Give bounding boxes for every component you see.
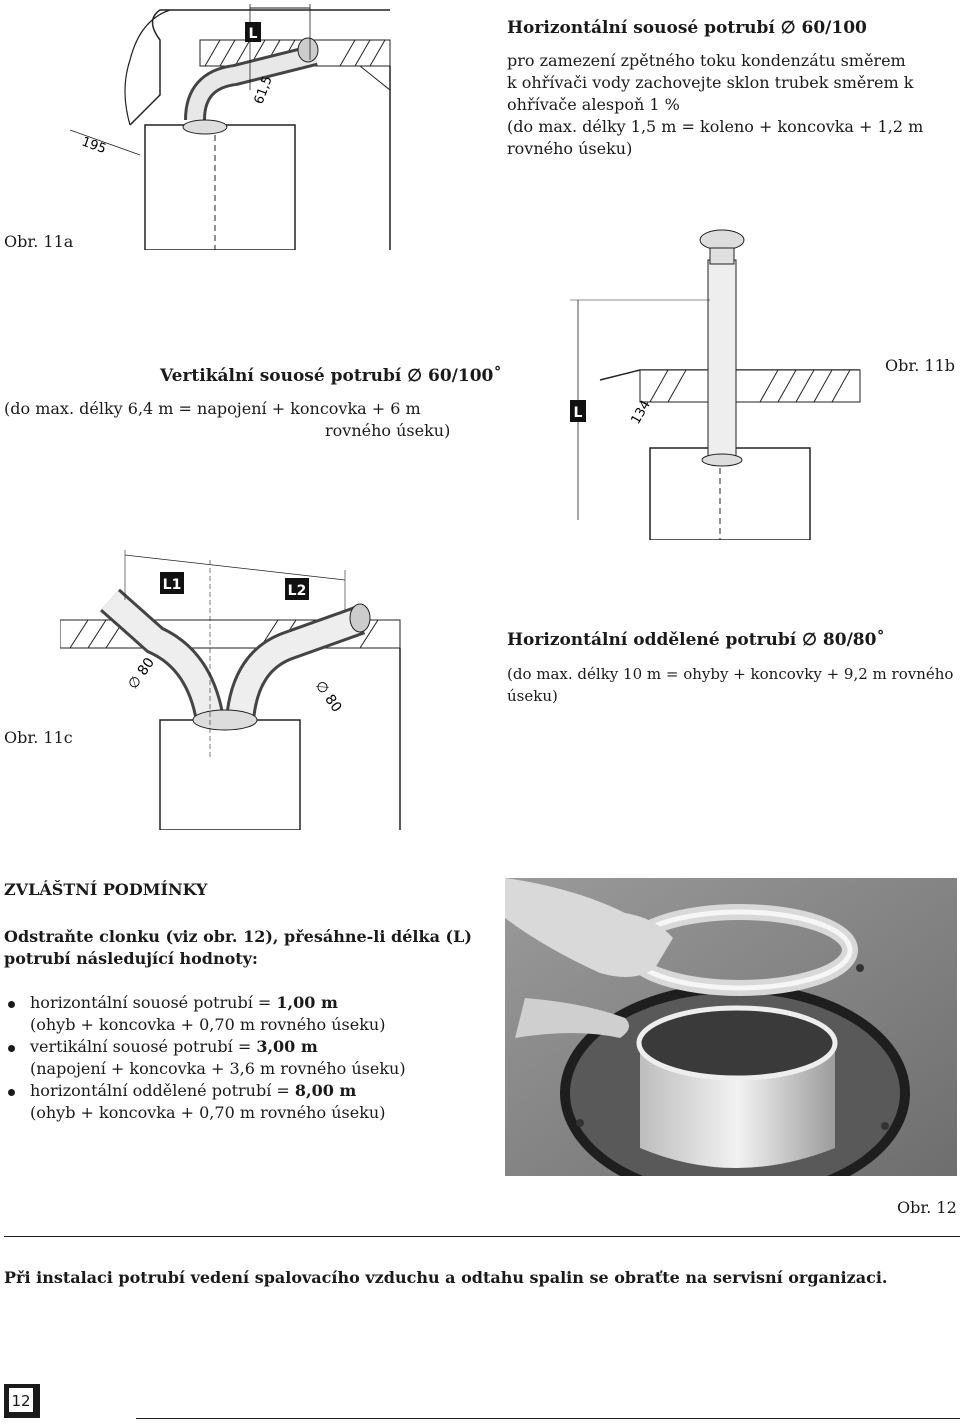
sec11b-line1: (do max. délky 6,4 m = napojení + koncov…: [4, 399, 421, 418]
sec11b-title: Vertikální souosé potrubí ∅ 60/100˚: [160, 366, 502, 386]
sec11a-line: pro zamezení zpětného toku kondenzátu sm…: [507, 51, 906, 70]
special-heading: ZVLÁŠTNÍ PODMÍNKY: [4, 880, 208, 899]
figure-11b: L 134: [570, 229, 861, 540]
caption-11a: Obr. 11a: [4, 232, 74, 251]
dim-d80-left: ∅ 80: [125, 655, 158, 692]
dim-195: 195: [80, 135, 108, 158]
dim-d80-right: ∅ 80: [312, 678, 345, 715]
figure-11a: L 61,5 195: [69, 4, 391, 250]
sec11c-line2: úseku): [507, 687, 558, 705]
sec11a-line: k ohřívači vody zachovejte sklon trubek …: [507, 73, 914, 92]
sec11a-line: (do max. délky 1,5 m = koleno + koncovka…: [507, 117, 924, 136]
divider: [4, 1236, 960, 1237]
special-list: horizontální souosé potrubí = 1,00 m (ohy…: [4, 992, 484, 1124]
item-text: vertikální souosé potrubí =: [30, 1037, 257, 1056]
item-sub: (ohyb + koncovka + 0,70 m rovného úseku): [30, 1015, 386, 1034]
dim-L: L: [249, 26, 258, 42]
sec11a-description: pro zamezení zpětného toku kondenzátu sm…: [507, 50, 957, 160]
footer-note: Při instalaci potrubí vedení spalovacího…: [4, 1268, 888, 1287]
sec11c-title: Horizontální oddělené potrubí ∅ 80/80˚: [507, 630, 885, 650]
item-text: horizontální oddělené potrubí =: [30, 1081, 295, 1100]
item-sub: (ohyb + koncovka + 0,70 m rovného úseku): [30, 1103, 386, 1122]
bullet-icon: [8, 1045, 15, 1052]
list-item: vertikální souosé potrubí = 3,00 m (napoj…: [4, 1036, 484, 1080]
sec11a-line: rovného úseku): [507, 139, 633, 158]
bullet-icon: [8, 1089, 15, 1096]
special-intro-line: potrubí následující hodnoty:: [4, 949, 258, 968]
sec11a-line: ohřívače alespoň 1 %: [507, 95, 680, 114]
bullet-icon: [8, 1001, 15, 1008]
caption-11b: Obr. 11b: [885, 356, 956, 375]
page-number-box: 12: [4, 1384, 40, 1418]
caption-11c: Obr. 11c: [4, 728, 73, 747]
item-value: 8,00 m: [294, 1081, 357, 1100]
item-value: 1,00 m: [276, 993, 338, 1012]
special-intro: Odstraňte clonku (viz obr. 12), přesáhne…: [4, 926, 472, 970]
footer-rule: [136, 1418, 960, 1419]
item-sub: (napojení + koncovka + 3,6 m rovného úse…: [30, 1059, 406, 1078]
dim-L: L: [574, 405, 583, 421]
page-number: 12: [8, 1387, 34, 1413]
sec11b-line2: rovného úseku): [325, 421, 451, 440]
figure-11c: L1 L2 ∅ 80 ∅ 80: [60, 550, 401, 830]
item-text: horizontální souosé potrubí =: [30, 993, 277, 1012]
item-value: 3,00 m: [256, 1037, 318, 1056]
list-item: horizontální souosé potrubí = 1,00 m (ohy…: [4, 992, 484, 1036]
sec11a-title: Horizontální souosé potrubí ∅ 60/100: [507, 18, 867, 38]
dim-L2: L2: [288, 583, 307, 599]
sec11c-line1: (do max. délky 10 m = ohyby + koncovky +…: [507, 665, 954, 683]
caption-12: Obr. 12: [897, 1198, 957, 1217]
photo-12: [505, 878, 957, 1176]
list-item: horizontální oddělené potrubí = 8,00 m (o…: [4, 1080, 484, 1124]
dim-L1: L1: [163, 577, 182, 593]
special-intro-line: Odstraňte clonku (viz obr. 12), přesáhne…: [4, 927, 472, 946]
